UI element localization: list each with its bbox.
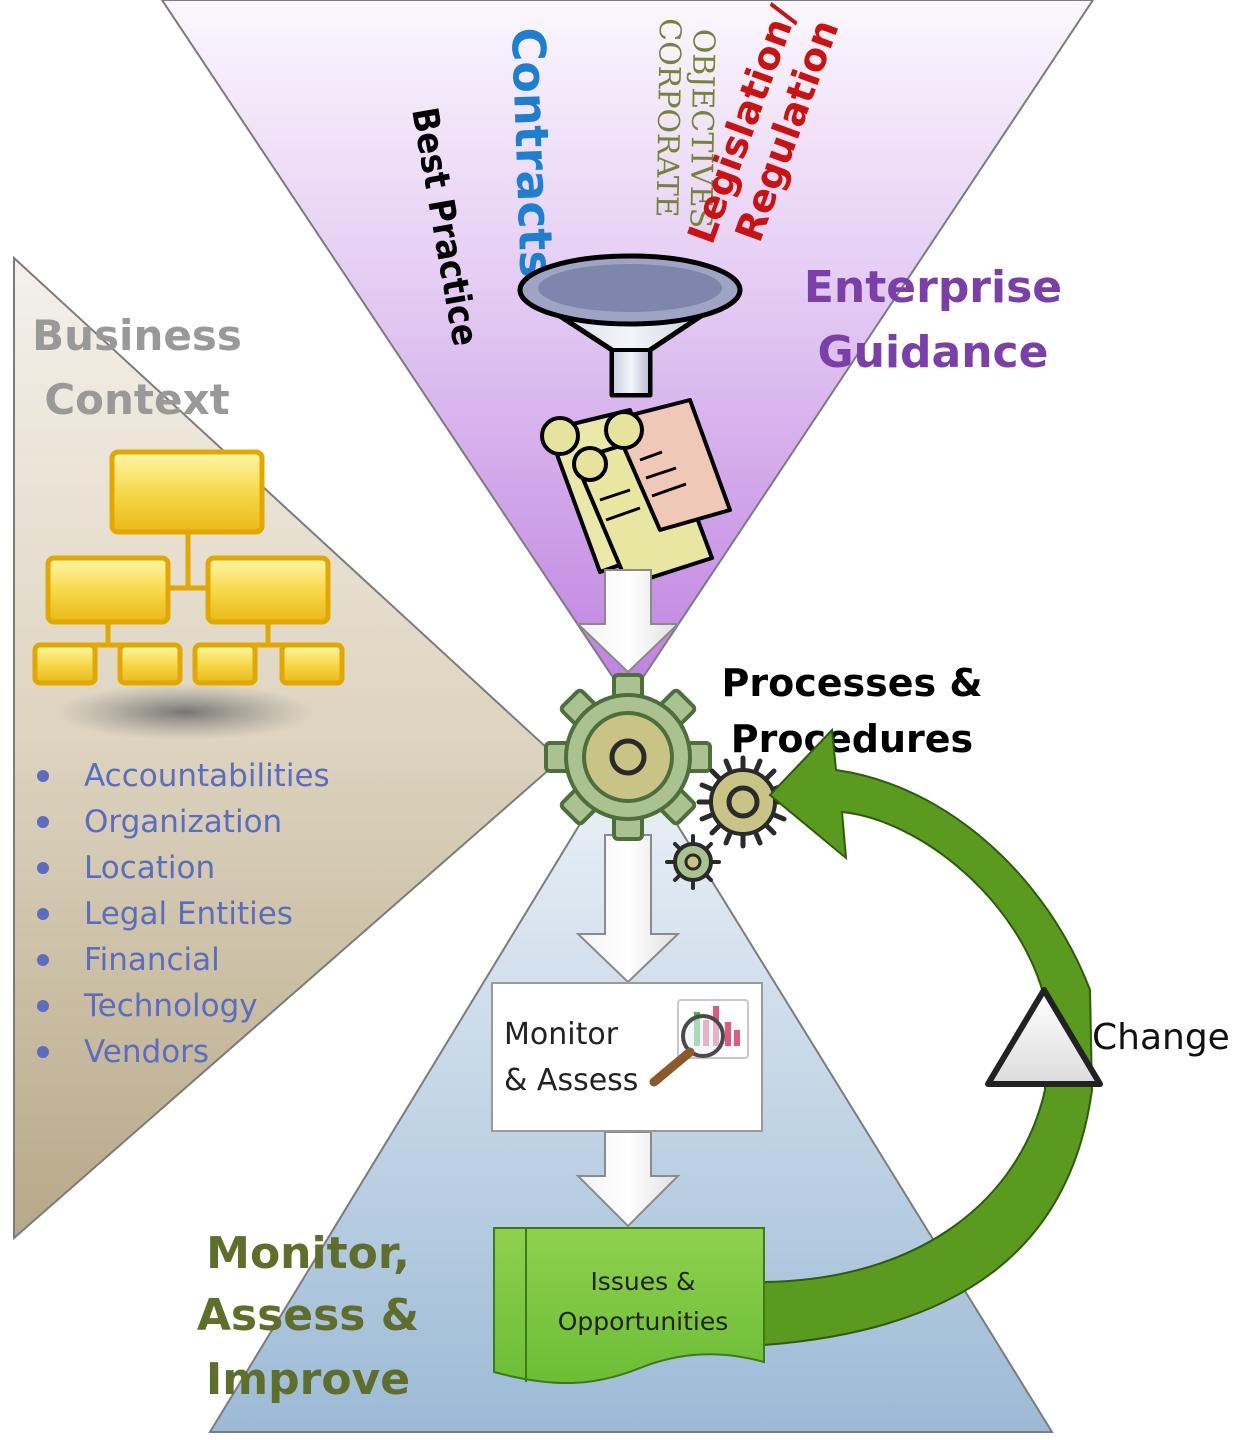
list-item: Technology [83, 988, 258, 1024]
contracts-label: Contracts [501, 26, 564, 278]
improve-title-line3: Improve [206, 1354, 410, 1405]
enterprise-guidance-title-line1: Enterprise [804, 262, 1062, 313]
list-item: Vendors [84, 1034, 209, 1070]
svg-text:Contracts: Contracts [501, 26, 564, 278]
bullet-dot [37, 1000, 49, 1012]
down-arrow-top [575, 569, 681, 674]
svg-text:CORPORATE: CORPORATE [649, 18, 687, 218]
bullet-dot [37, 770, 49, 782]
issues-opportunities-document: Issues & Opportunities [493, 1227, 765, 1384]
change-label: Change [1092, 1017, 1230, 1058]
issues-label-line2: Opportunities [558, 1307, 729, 1336]
business-context-title-line2: Context [44, 375, 229, 424]
monitor-assess-label-line1: Monitor [504, 1017, 619, 1052]
bullet-dot [37, 1046, 49, 1058]
enterprise-guidance-title-line2: Guidance [818, 327, 1049, 378]
down-arrow-bottom [575, 1131, 681, 1228]
change-triangle-icon [985, 987, 1103, 1087]
list-item: Organization [84, 804, 282, 840]
bullet-dot [37, 908, 49, 920]
list-item: Location [84, 850, 215, 886]
medium-gear-icon [696, 755, 790, 849]
business-context-title-line1: Business [32, 311, 242, 360]
list-item: Legal Entities [84, 896, 293, 932]
small-gear-icon [665, 834, 721, 890]
change-feedback-arrow [763, 727, 1094, 1347]
monitor-assess-label-line2: & Assess [504, 1063, 638, 1098]
list-item: Accountabilities [84, 758, 330, 794]
corporate-objectives-label: CORPORATE OBJECTIVES [649, 18, 721, 229]
down-arrow-middle [575, 834, 681, 984]
processes-procedures-title-line2: Procedures [731, 717, 973, 761]
list-item: Financial [84, 942, 220, 978]
org-chart-icon [32, 449, 345, 740]
svg-text:OBJECTIVES: OBJECTIVES [682, 28, 720, 228]
funnel-icon [517, 253, 743, 398]
issues-label-line1: Issues & [590, 1267, 695, 1296]
bullet-dot [37, 954, 49, 966]
business-context-list: Accountabilities Organization Location L… [37, 758, 330, 1070]
magnifier-chart-icon [649, 999, 749, 1087]
bullet-dot [37, 816, 49, 828]
documents-scroll-icon [540, 398, 732, 587]
improve-title-line2: Assess & [197, 1290, 419, 1341]
bullet-dot [37, 862, 49, 874]
processes-procedures-title-line1: Processes & [722, 661, 983, 705]
monitor-assess-box: Monitor & Assess [491, 982, 763, 1132]
large-gear-icon [544, 673, 712, 841]
improve-title-line1: Monitor, [206, 1228, 410, 1279]
